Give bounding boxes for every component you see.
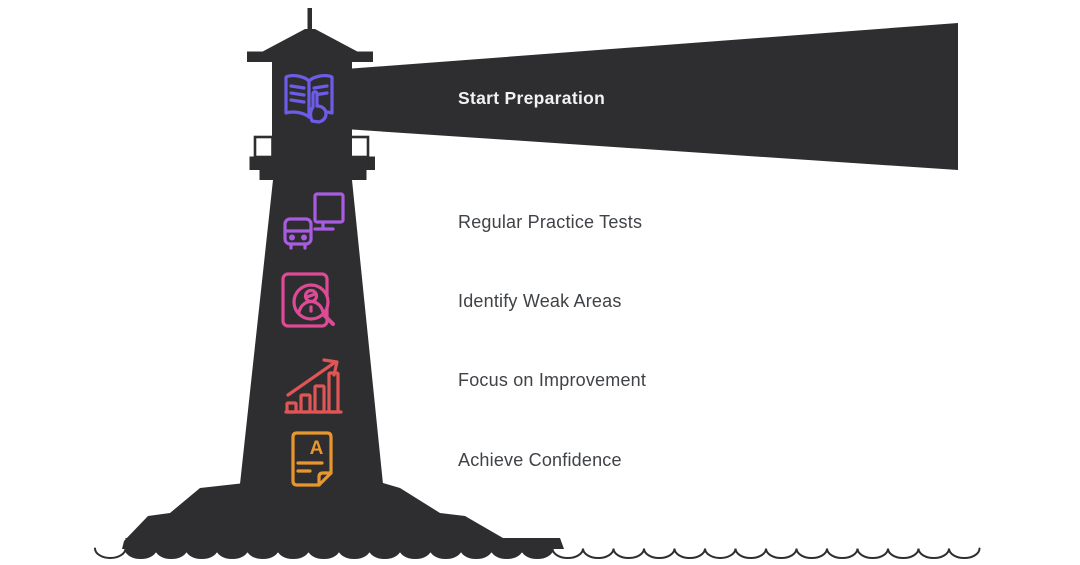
step-label-focus-on-improvement: Focus on Improvement	[458, 370, 647, 390]
lighthouse-mast	[307, 8, 312, 34]
profile-magnifier-icon	[281, 272, 335, 328]
wave-line	[94, 547, 981, 559]
base-wave-skirt	[125, 538, 553, 558]
lighthouse-roof	[258, 29, 362, 54]
gallery-railing	[253, 135, 370, 159]
rock-base	[122, 483, 564, 549]
gallery-platform-upper	[249, 156, 375, 170]
lighthouse-tower	[240, 180, 383, 484]
lighthouse-silhouette	[122, 8, 958, 558]
step-label-start-preparation: Start Preparation	[458, 88, 606, 108]
open-book-hand-icon	[284, 74, 334, 124]
grade-letter: A	[310, 438, 324, 459]
gallery-platform-lower	[259, 170, 367, 180]
light-beam	[352, 23, 958, 170]
step-label-identify-weak-areas: Identify Weak Areas	[458, 291, 622, 311]
step-label-achieve-confidence: Achieve Confidence	[458, 450, 622, 470]
monitor-quiz-icon	[283, 192, 345, 250]
railing-post-left	[253, 135, 274, 159]
growth-bar-chart-icon	[284, 358, 343, 414]
roof-eave	[247, 51, 373, 62]
step-label-regular-practice-tests: Regular Practice Tests	[458, 212, 643, 232]
graded-paper-icon: A	[291, 431, 333, 487]
railing-post-right	[349, 135, 370, 159]
